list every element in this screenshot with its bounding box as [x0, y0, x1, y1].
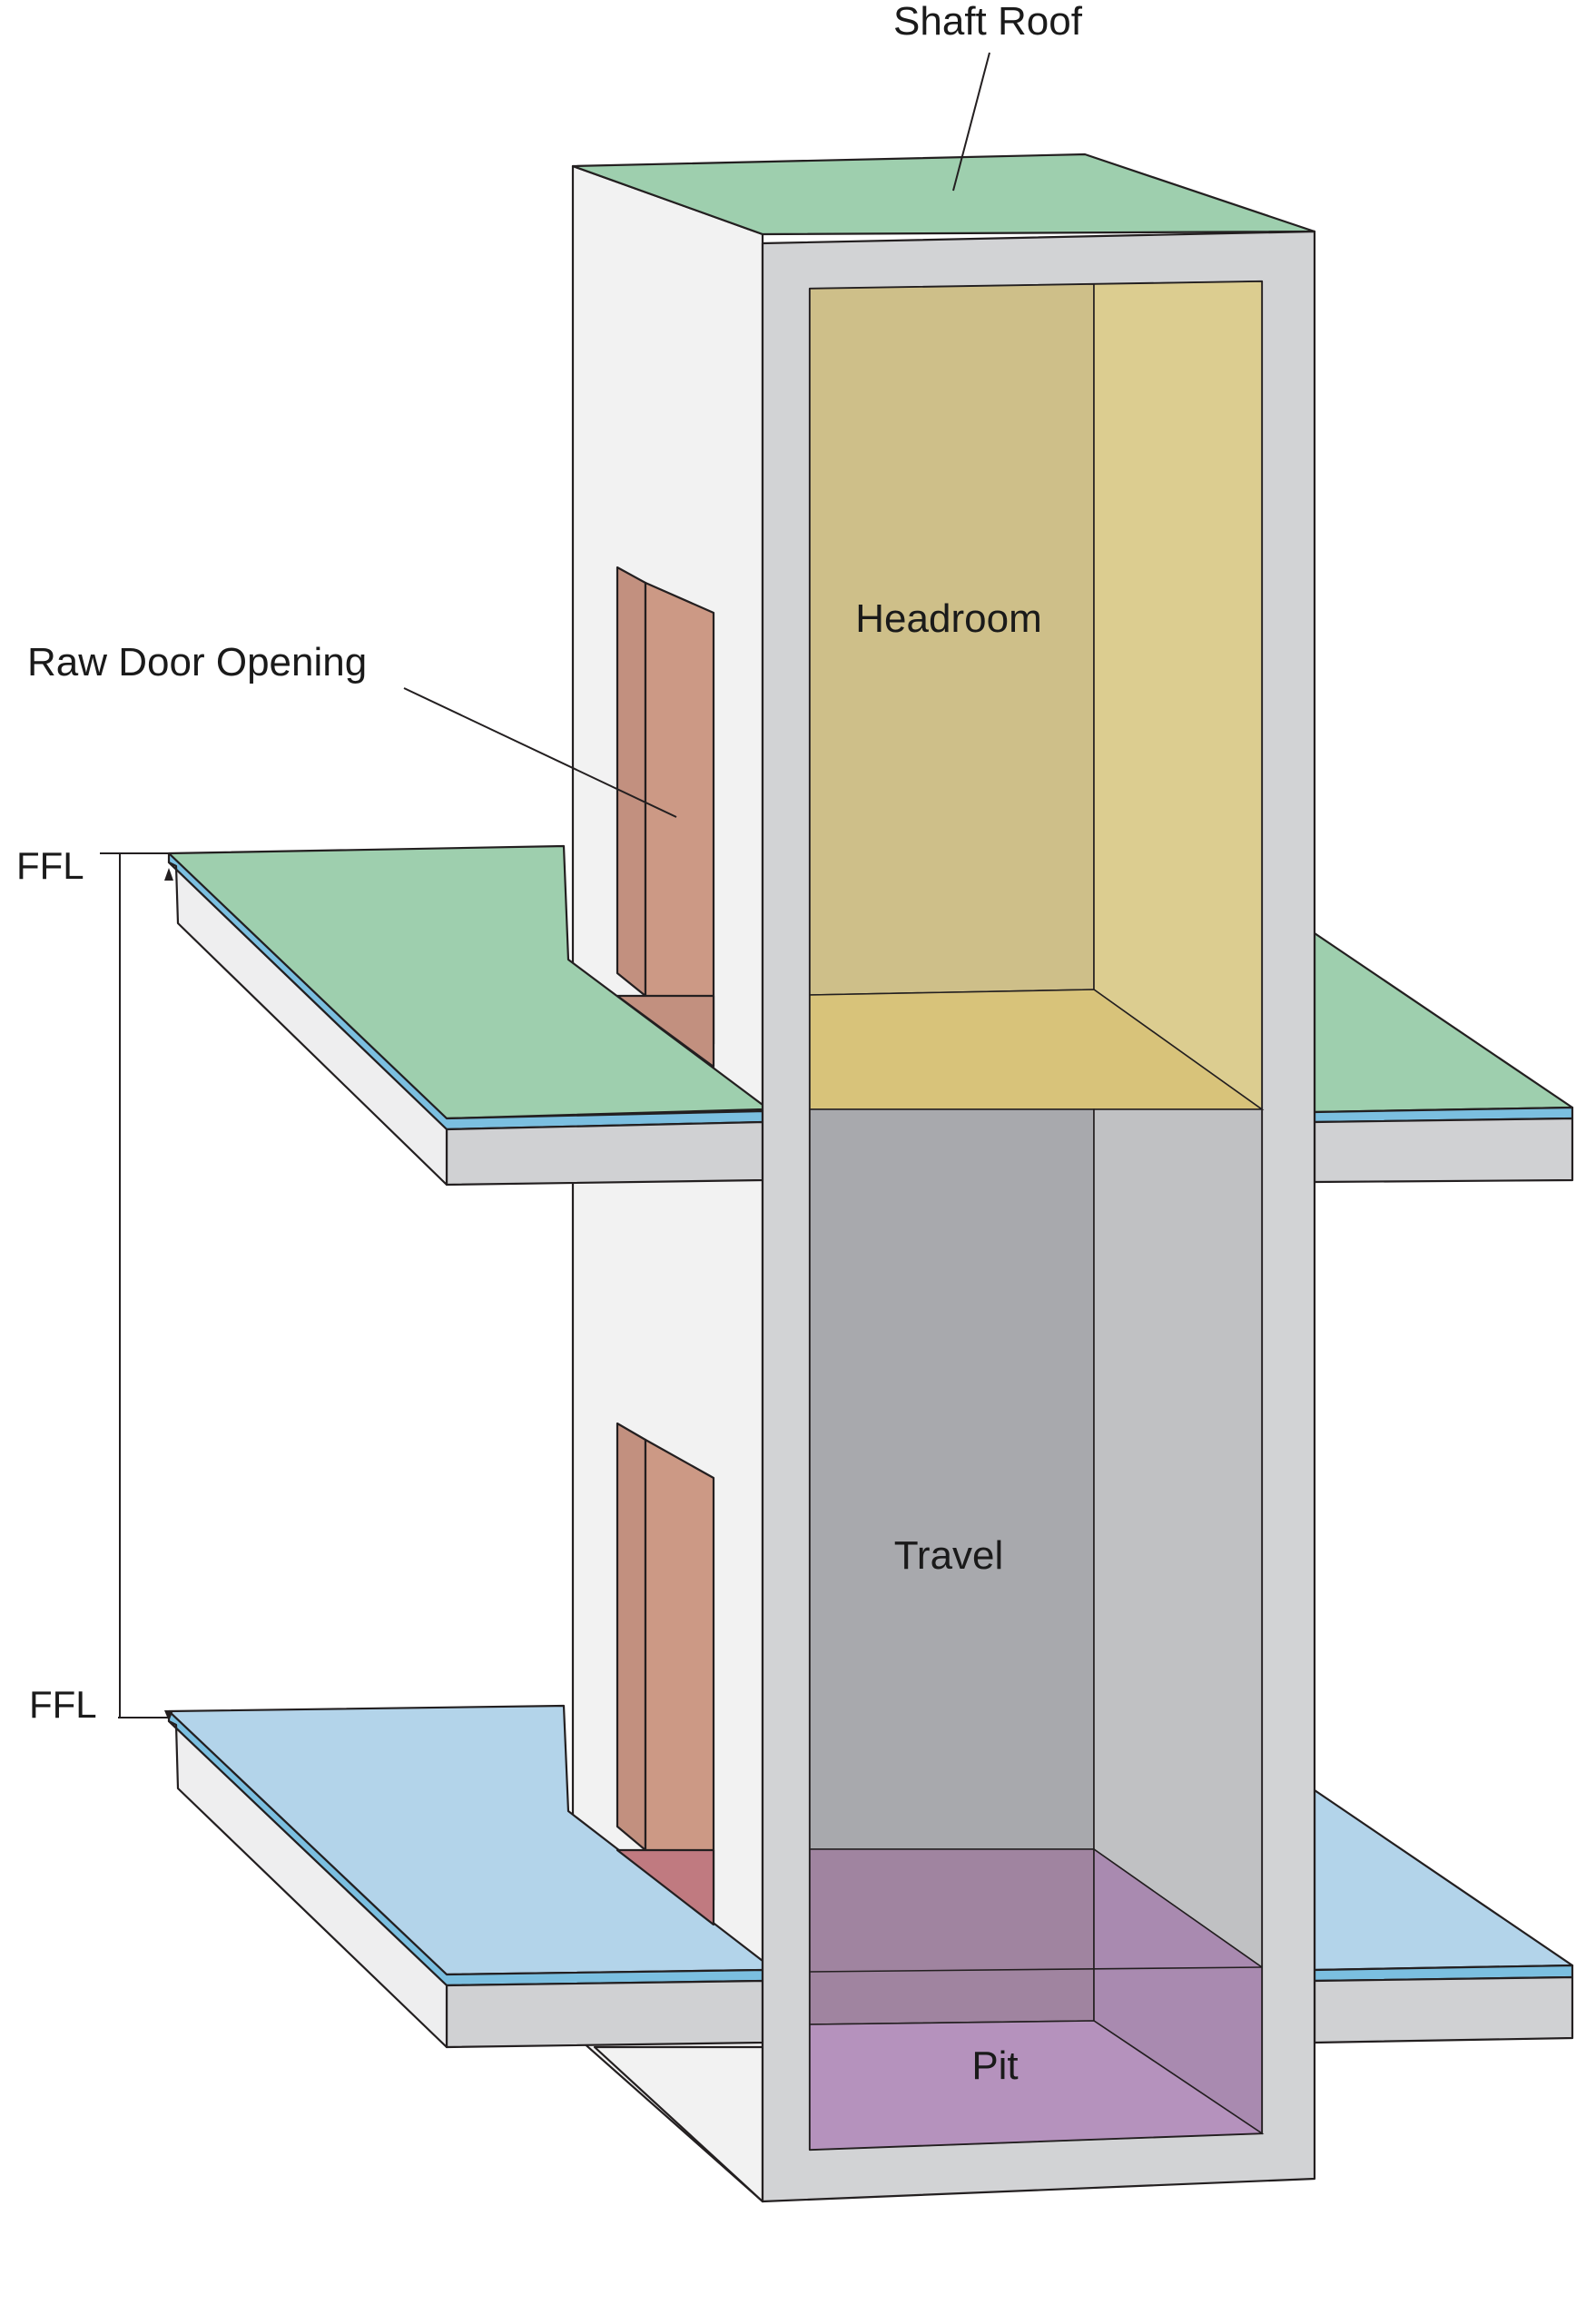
travel-back-right [1093, 1108, 1263, 1969]
upper-door-opening [616, 566, 715, 1068]
ffl-lower-arrowhead [164, 1710, 173, 1721]
upper-floor-right-front [1313, 1117, 1574, 1184]
travel-label: Travel [894, 1533, 1004, 1578]
pit-upper-left [809, 1848, 1095, 2025]
pit-floor [809, 2020, 1265, 2151]
raw-door-opening-label: Raw Door Opening [27, 640, 367, 684]
lower-floor-right-top [1313, 1788, 1574, 1972]
lower-floor-slab-side [167, 1719, 448, 2049]
lower-door-jamb [616, 1422, 647, 1852]
upper-floor-slab-front [445, 1120, 764, 1187]
upper-floor-slab-right [1313, 931, 1574, 1184]
pit-zone [809, 1847, 1265, 2151]
travel-zone [809, 1108, 1263, 1969]
lower-floor-slab-left [167, 1704, 764, 2049]
lower-floor-right-front [1313, 1975, 1574, 2044]
door-opening-leader [403, 687, 677, 818]
headroom-back-right [1093, 281, 1263, 1111]
pit-level-line [809, 1966, 1263, 1973]
upper-floor-right-top [1313, 931, 1574, 1114]
upper-door-face [644, 581, 715, 1046]
travel-back-left [809, 1108, 1095, 1850]
upper-floor-slab-side [167, 861, 448, 1187]
headroom-label: Headroom [855, 596, 1041, 641]
lower-door-opening [616, 1422, 715, 1926]
upper-door-jamb [616, 566, 647, 998]
upper-floor-slab-left [167, 844, 764, 1187]
shaft-roof-label: Shaft Roof [893, 0, 1083, 44]
lower-floor-slab-front [445, 1979, 764, 2049]
ffl-upper-arrowhead [164, 868, 173, 881]
shaft-left-wall-base [593, 2045, 764, 2203]
ffl-dimension [100, 852, 173, 1721]
pit-label: Pit [971, 2043, 1018, 2088]
shaft-roof-leader [952, 52, 990, 192]
ffl-lower-label: FFL [29, 1683, 97, 1726]
headroom-zone [809, 281, 1265, 1111]
lower-door-sill [616, 1848, 715, 1926]
lower-floor-slab-right [1313, 1788, 1574, 2044]
ffl-upper-label: FFL [16, 844, 84, 887]
upper-door-sill [616, 994, 715, 1068]
lower-door-face [644, 1438, 715, 1902]
